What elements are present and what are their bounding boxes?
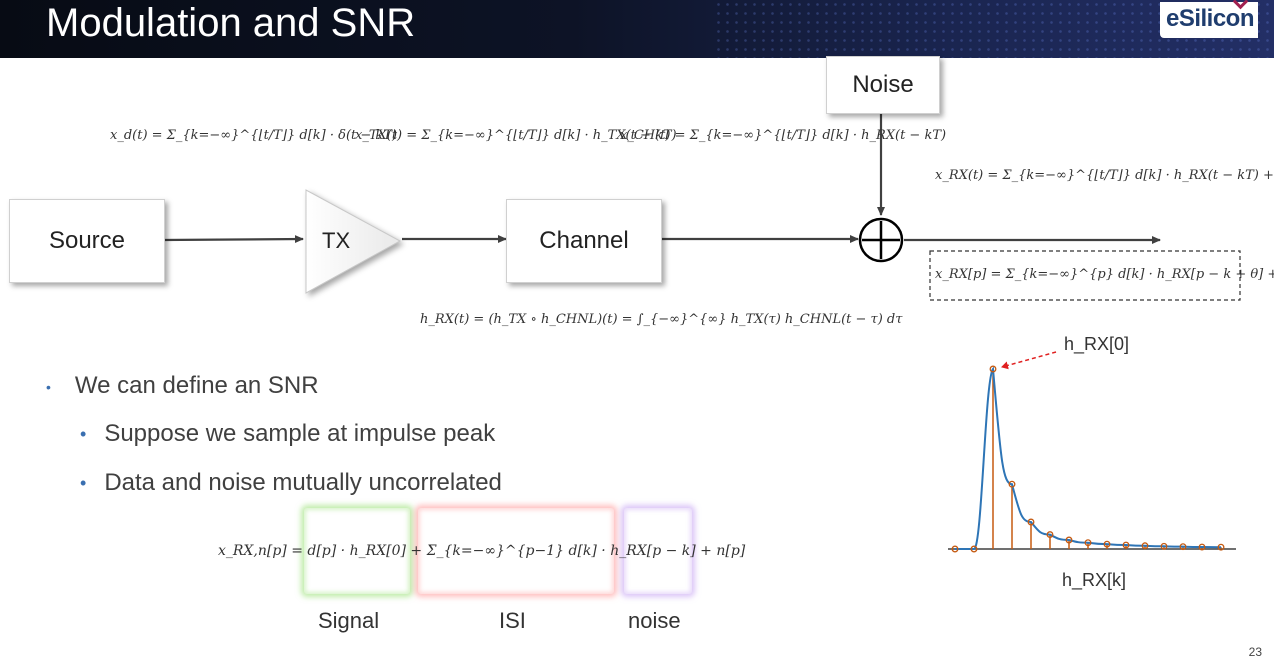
signal-label: Signal: [318, 608, 380, 633]
source-block: Source: [9, 199, 165, 283]
channel-label: Channel: [539, 227, 629, 254]
equation-xrx-t: x_RX(t) = Σ_{k=−∞}^{⌊t/T⌋} d[k] · h_RX(t…: [935, 168, 1274, 183]
tx-amplifier-shape: [305, 189, 402, 294]
noise-block: Noise: [826, 56, 940, 114]
sample-marker: [970, 545, 978, 553]
bullet-2: • Suppose we sample at impulse peak: [80, 420, 495, 448]
bullet-3-text: Data and noise mutually uncorrelated: [104, 469, 502, 496]
equation-xtx: x_TX(t) = Σ_{k=−∞}^{⌊t/T⌋} d[k] · h_TX(t…: [355, 128, 677, 143]
bullet-dot-icon: •: [80, 424, 87, 445]
peak-pointer-arrow: [1001, 351, 1057, 370]
title-bar: Modulation and SNR eSilicon: [0, 0, 1274, 58]
sample-marker: [989, 365, 997, 373]
summing-junction-icon: [858, 217, 904, 263]
equation-xrx-p: x_RX[p] = Σ_{k=−∞}^{p} d[k] · h_RX[p − k…: [935, 267, 1274, 282]
sample-marker: [1141, 542, 1149, 550]
equation-xd: x_d(t) = Σ_{k=−∞}^{⌊t/T⌋} d[k] · δ(t − k…: [110, 128, 398, 143]
sample-marker: [1008, 480, 1016, 488]
bullet-dot-icon: •: [46, 378, 51, 395]
source-to-tx-arrow: [162, 235, 304, 244]
bullet-3: • Data and noise mutually uncorrelated: [80, 469, 502, 497]
pulse-response-curve: [955, 366, 1222, 550]
sample-marker: [1179, 543, 1187, 551]
equation-xch: x_CH(t) = Σ_{k=−∞}^{⌊t/T⌋} d[k] · h_RX(t…: [620, 128, 947, 143]
equation-hrx: h_RX(t) = (h_TX ∘ h_CHNL)(t) = ∫_{−∞}^{∞…: [420, 312, 903, 327]
channel-block: Channel: [506, 199, 662, 283]
sample-marker: [1160, 542, 1168, 550]
esilicon-logo: eSilicon: [1159, 0, 1258, 38]
noise-term-label: noise: [628, 608, 681, 633]
logo-text: eSilicon: [1165, 5, 1255, 32]
bullet-1: • We can define an SNR: [46, 372, 319, 400]
axis-label-text: h_RX[k]: [1062, 570, 1127, 590]
sample-marker: [951, 545, 959, 553]
peak-label-text: h_RX[0]: [1064, 334, 1130, 354]
sample-marker: [1103, 540, 1111, 548]
pulse-response-plot: [948, 351, 1236, 553]
axis-label: h_RX[k]: [1062, 570, 1126, 591]
sample-marker: [1084, 539, 1092, 547]
bullet-1-text: We can define an SNR: [74, 372, 319, 399]
sample-marker: [1217, 543, 1225, 551]
sample-marker: [1122, 541, 1130, 549]
tx-label: TX: [322, 228, 351, 253]
equation-snr: x_RX,n[p] = d[p] · h_RX[0] + Σ_{k=−∞}^{p…: [218, 543, 746, 559]
sample-marker: [1046, 531, 1054, 539]
sample-marker: [1027, 518, 1035, 526]
isi-label: ISI: [499, 608, 526, 633]
slide-title: Modulation and SNR: [46, 1, 416, 45]
peak-label: h_RX[0]: [1064, 334, 1129, 355]
sample-marker: [1198, 543, 1206, 551]
source-label: Source: [48, 227, 126, 254]
noise-label: Noise: [852, 71, 914, 98]
sample-marker: [1065, 536, 1073, 544]
bullet-2-text: Suppose we sample at impulse peak: [104, 420, 496, 447]
page-number: 23: [1248, 645, 1262, 659]
bullet-dot-icon: •: [80, 473, 87, 494]
